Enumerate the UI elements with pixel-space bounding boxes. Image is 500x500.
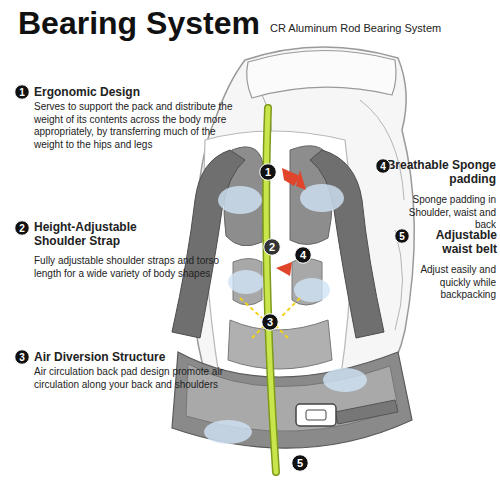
feature-description: Air circulation back pad design promote … — [34, 366, 234, 391]
feature-description: Fully adjustable shoulder straps and tor… — [34, 255, 234, 280]
feature-description: Adjust easily and quickly while backpack… — [388, 264, 496, 302]
airflow-glow — [300, 184, 344, 212]
feature-heading: Adjustable waist belt — [413, 228, 497, 257]
callout-circle — [395, 229, 410, 244]
callout-number: 1 — [259, 163, 277, 181]
air-flow-arrow — [240, 298, 300, 338]
callout-number-text: 3 — [14, 349, 30, 365]
airflow-glow — [204, 420, 252, 444]
callout-circle — [262, 314, 279, 331]
diagram-title: Bearing System — [18, 6, 278, 41]
callout-number-text: 2 — [263, 238, 281, 256]
feature-heading: Breathable Sponge padding — [386, 158, 496, 187]
callout-number: 3 — [261, 313, 279, 331]
lumbar-pad — [228, 320, 332, 369]
aluminum-rod — [266, 108, 276, 472]
callout-number: 2 — [263, 238, 281, 256]
callout-number: 4 — [294, 246, 312, 264]
feature-heading: Air Diversion Structure — [34, 350, 254, 364]
callout-circle — [15, 85, 30, 100]
callout-number: 5 — [291, 454, 309, 472]
callout-circle — [260, 164, 277, 181]
callout-number-text: 5 — [394, 228, 410, 244]
pack-body — [193, 47, 415, 402]
callout-number: 1 — [14, 84, 30, 100]
callout-number-text: 5 — [291, 454, 309, 472]
callout-circle — [295, 247, 312, 264]
pack-lid — [247, 50, 396, 98]
airflow-glow — [218, 186, 262, 214]
feature-description: Serves to support the pack and distribut… — [34, 101, 239, 151]
callout-number-text: 1 — [259, 163, 277, 181]
airflow-glow — [323, 368, 367, 392]
belt-buckle — [296, 404, 336, 426]
shoulder-strap — [310, 150, 384, 338]
load-arrow — [282, 168, 306, 190]
callout-circle — [376, 159, 391, 174]
callout-circle — [264, 239, 281, 256]
callout-number: 2 — [14, 220, 30, 236]
callout-circle — [15, 350, 30, 365]
callout-number-text: 3 — [261, 313, 279, 331]
callout-number-text: 1 — [14, 84, 30, 100]
feature-heading: Height-Adjustable Shoulder Strap — [34, 220, 174, 249]
belt-buckle — [306, 410, 326, 420]
callout-number-text: 2 — [14, 220, 30, 236]
callout-circle — [292, 455, 309, 472]
belt-webbing — [335, 400, 398, 424]
airflow-glow — [228, 270, 264, 294]
shoulder-strap — [172, 150, 245, 338]
callout-number-text: 4 — [294, 246, 312, 264]
callout-number: 5 — [394, 228, 410, 244]
callout-circle — [15, 221, 30, 236]
callout-number: 3 — [14, 349, 30, 365]
load-arrow — [276, 262, 292, 276]
feature-heading: Ergonomic Design — [34, 85, 234, 99]
subtitle: CR Aluminum Rod Bearing System — [270, 22, 496, 35]
callout-number-text: 4 — [375, 158, 391, 174]
aluminum-rod-outline — [266, 108, 276, 472]
feature-description: Sponge padding in Shoulder, waist and ba… — [392, 194, 496, 232]
callout-number: 4 — [375, 158, 391, 174]
